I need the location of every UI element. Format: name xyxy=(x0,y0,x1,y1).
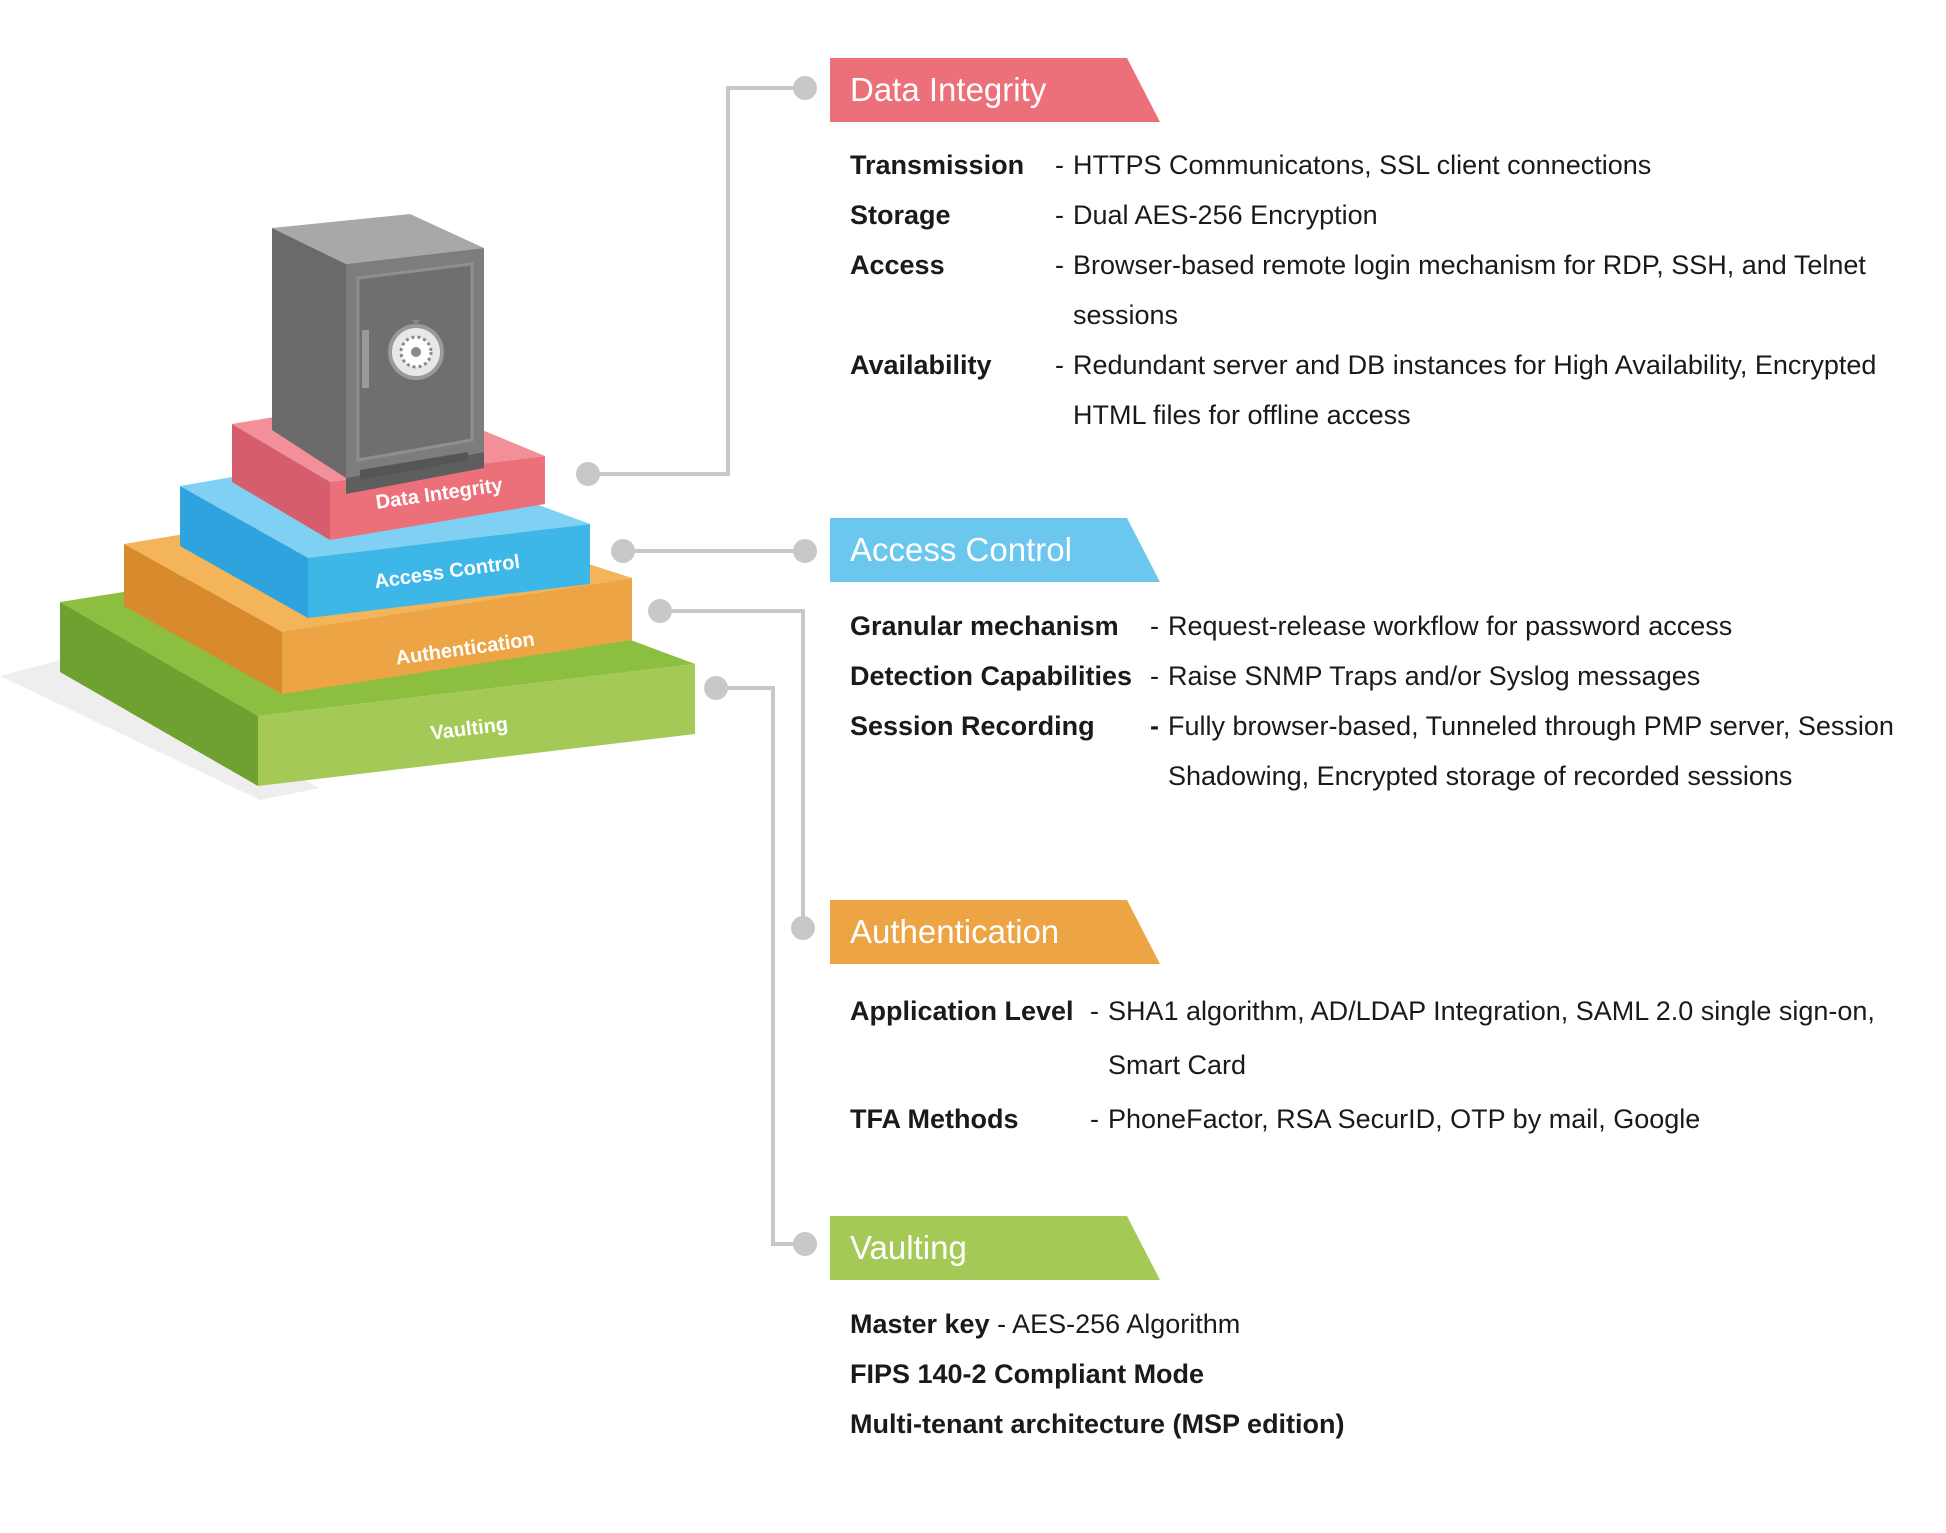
feature-term: Session Recording xyxy=(850,711,1095,741)
dash: - xyxy=(1150,711,1159,741)
dash: - xyxy=(1090,1104,1099,1134)
feature-term: TFA Methods xyxy=(850,1104,1019,1134)
safe-icon xyxy=(272,214,484,494)
dash: - xyxy=(1090,996,1099,1026)
feature-row: Session Recording -Fully browser-based, … xyxy=(850,701,1910,801)
banner-authentication: Authentication xyxy=(830,900,1160,964)
feature-description: -PhoneFactor, RSA SecurID, OTP by mail, … xyxy=(1090,1092,1910,1146)
dash: - xyxy=(1055,150,1064,180)
dash: - xyxy=(1055,200,1064,230)
section-vaulting: Master key - AES-256 Algorithm FIPS 140-… xyxy=(850,1299,1910,1449)
feature-row: Transmission -HTTPS Communicatons, SSL c… xyxy=(850,140,1910,190)
feature-description: -Dual AES-256 Encryption xyxy=(1055,190,1910,240)
safe-handle xyxy=(362,330,369,388)
feature-row: TFA Methods -PhoneFactor, RSA SecurID, O… xyxy=(850,1092,1910,1146)
feature-row: Access -Browser-based remote login mecha… xyxy=(850,240,1910,340)
feature-term: Master key xyxy=(850,1309,990,1339)
feature-description: -Browser-based remote login mechanism fo… xyxy=(1055,240,1910,340)
banner-vaulting: Vaulting xyxy=(830,1216,1160,1280)
connector-dot xyxy=(793,1232,817,1256)
dash: - xyxy=(1055,350,1064,380)
feature-term: Granular mechanism xyxy=(850,611,1119,641)
feature-term: Access xyxy=(850,250,945,280)
feature-term: Detection Capabilities xyxy=(850,661,1133,691)
section-authentication: Application Level -SHA1 algorithm, AD/LD… xyxy=(850,984,1910,1146)
feature-description: -Redundant server and DB instances for H… xyxy=(1055,340,1910,440)
feature-description: -Request-release workflow for password a… xyxy=(1150,601,1910,651)
feature-row: Storage -Dual AES-256 Encryption xyxy=(850,190,1910,240)
feature-row: Availability -Redundant server and DB in… xyxy=(850,340,1910,440)
feature-description: -HTTPS Communicatons, SSL client connect… xyxy=(1055,140,1910,190)
connector-dot xyxy=(791,916,815,940)
feature-term: Availability xyxy=(850,350,992,380)
banner-access-control: Access Control xyxy=(830,518,1160,582)
feature-row: Application Level -SHA1 algorithm, AD/LD… xyxy=(850,984,1910,1092)
feature-row: Detection Capabilities -Raise SNMP Traps… xyxy=(850,651,1910,701)
vaulting-multitenant: Multi-tenant architecture (MSP edition) xyxy=(850,1409,1345,1439)
feature-term: Transmission xyxy=(850,150,1025,180)
dash: - xyxy=(1055,250,1064,280)
banner-data-integrity: Data Integrity xyxy=(830,58,1160,122)
section-access-control: Granular mechanism -Request-release work… xyxy=(850,601,1910,801)
dash: - xyxy=(1150,611,1159,641)
security-pyramid: Vaulting Authentication Access Control D… xyxy=(0,214,695,800)
section-data-integrity: Transmission -HTTPS Communicatons, SSL c… xyxy=(850,140,1910,440)
connector-dot xyxy=(793,539,817,563)
connector-vaulting xyxy=(716,686,805,1246)
vaulting-fips: FIPS 140-2 Compliant Mode xyxy=(850,1359,1205,1389)
feature-row: Granular mechanism -Request-release work… xyxy=(850,601,1910,651)
vaulting-master-key: Master key - AES-256 Algorithm xyxy=(850,1299,1910,1349)
connector-dot xyxy=(793,76,817,100)
feature-term: Application Level xyxy=(850,996,1074,1026)
feature-term: Storage xyxy=(850,200,951,230)
feature-description: -SHA1 algorithm, AD/LDAP Integration, SA… xyxy=(1090,984,1910,1092)
feature-description: -Fully browser-based, Tunneled through P… xyxy=(1150,701,1910,801)
feature-description: -Raise SNMP Traps and/or Syslog messages xyxy=(1150,651,1910,701)
dash: - xyxy=(1150,661,1159,691)
feature-description: - AES-256 Algorithm xyxy=(997,1309,1241,1339)
